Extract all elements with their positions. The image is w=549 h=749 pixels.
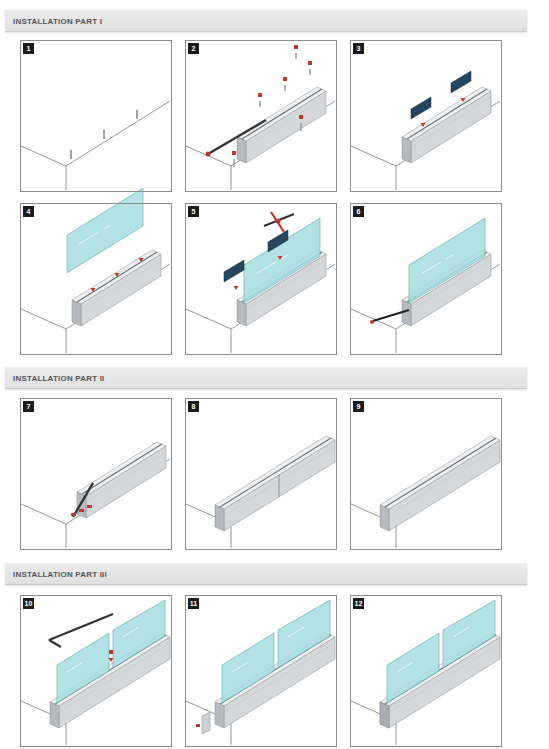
step-4-art <box>21 188 170 353</box>
step-6-art-part <box>373 310 409 321</box>
step-10-art-part <box>109 650 113 654</box>
step-6-art-part <box>409 218 485 303</box>
step-1-art <box>21 101 170 190</box>
step-panel: 8 <box>185 398 337 550</box>
step-2-art <box>186 45 335 190</box>
step-5-art-part <box>234 286 239 290</box>
step-12-art <box>351 600 500 745</box>
step-2-art-part <box>208 120 266 154</box>
step-panel: 6 <box>350 203 502 355</box>
step-10-art <box>21 600 170 745</box>
step-2-art-part <box>300 123 302 131</box>
step-8-art <box>186 436 335 548</box>
step-12-art-part <box>387 600 495 703</box>
section-header-band: INSTALLATION PART II <box>5 367 527 389</box>
step-5-art-part <box>224 260 244 282</box>
step-2-art-part <box>258 93 262 97</box>
step-panel: 11 <box>185 595 337 747</box>
step-3-art-part <box>421 123 426 127</box>
step-2-art-part <box>206 152 211 157</box>
step-panel: 3 <box>350 40 502 192</box>
step-number: 8 <box>188 401 199 412</box>
step-number: 4 <box>23 206 34 217</box>
step-10-art-part <box>109 658 114 662</box>
step-1-art-part <box>21 101 170 190</box>
step-panel: 2 <box>185 40 337 192</box>
section-heading: INSTALLATION PART II <box>13 374 105 383</box>
step-7-art-part <box>73 483 93 517</box>
step-11-art-part <box>196 724 200 727</box>
step-2-art-part <box>283 77 287 81</box>
step-2-art-part <box>284 85 286 91</box>
step-11-art-part <box>222 600 330 703</box>
step-number: 6 <box>353 206 364 217</box>
step-number: 10 <box>23 598 34 609</box>
step-panel: 7 <box>20 398 172 550</box>
step-number: 7 <box>23 401 34 412</box>
step-2-art-part <box>295 53 297 59</box>
step-number: 9 <box>353 401 364 412</box>
step-5-art <box>186 212 335 353</box>
step-2-art-part <box>309 69 311 75</box>
step-3-art <box>351 71 500 190</box>
step-4-art-part <box>139 258 144 262</box>
step-2-art-part <box>237 87 326 163</box>
step-1-art-part <box>136 110 138 119</box>
step-panel: 4 <box>20 203 172 355</box>
step-9-art-part <box>380 436 500 531</box>
step-panel: 12 <box>350 595 502 747</box>
step-3-art-part <box>411 97 431 119</box>
step-5-art-part <box>271 212 284 232</box>
step-panel: 5 <box>185 203 337 355</box>
section-header-band: INSTALLATION PART III <box>5 563 527 585</box>
step-12-art-part <box>380 702 389 728</box>
step-2-art-part <box>299 115 303 119</box>
step-panel: 10 <box>20 595 172 747</box>
step-4-art-part <box>67 188 143 273</box>
step-10-art-part <box>49 614 113 640</box>
step-1-art-part <box>103 130 105 139</box>
step-2-art-part <box>259 101 261 107</box>
step-7-art-part <box>77 442 166 518</box>
step-panel: 1 <box>20 40 172 192</box>
section-heading: INSTALLATION PART I <box>13 17 102 26</box>
step-2-art-part <box>308 61 312 65</box>
step-number: 12 <box>353 598 364 609</box>
step-6-art-part <box>370 320 374 324</box>
step-2-art-part <box>233 159 235 167</box>
step-7-art-part <box>87 505 92 508</box>
step-3-art-part <box>461 98 466 102</box>
step-panel: 9 <box>350 398 502 550</box>
step-4-art-part <box>91 288 96 292</box>
step-7-art-part <box>79 509 84 512</box>
step-3-art-part <box>451 71 471 93</box>
section-heading: INSTALLATION PART III <box>13 570 107 579</box>
step-8-art-part <box>215 436 335 531</box>
step-8-art-part <box>279 475 280 497</box>
section-header-band: INSTALLATION PART I <box>5 10 527 32</box>
step-1-art-part <box>70 150 72 159</box>
step-3-art-part <box>402 87 491 163</box>
step-6-art <box>351 218 500 353</box>
step-2-art-part <box>232 151 236 155</box>
step-7-art <box>21 442 170 548</box>
step-number: 5 <box>188 206 199 217</box>
step-number: 1 <box>23 43 34 54</box>
step-4-art-part <box>115 273 120 277</box>
step-10-art-part <box>49 640 61 647</box>
step-number: 2 <box>188 43 199 54</box>
step-5-art-part <box>276 219 281 224</box>
step-11-art-part <box>202 712 210 734</box>
step-2-art-part <box>294 45 298 49</box>
step-number: 3 <box>353 43 364 54</box>
step-number: 11 <box>188 598 199 609</box>
step-5-art-part <box>268 230 288 252</box>
step-5-art-part <box>278 256 283 260</box>
step-9-art <box>351 436 500 548</box>
step-11-art <box>186 600 335 745</box>
step-7-art-part <box>71 513 76 516</box>
